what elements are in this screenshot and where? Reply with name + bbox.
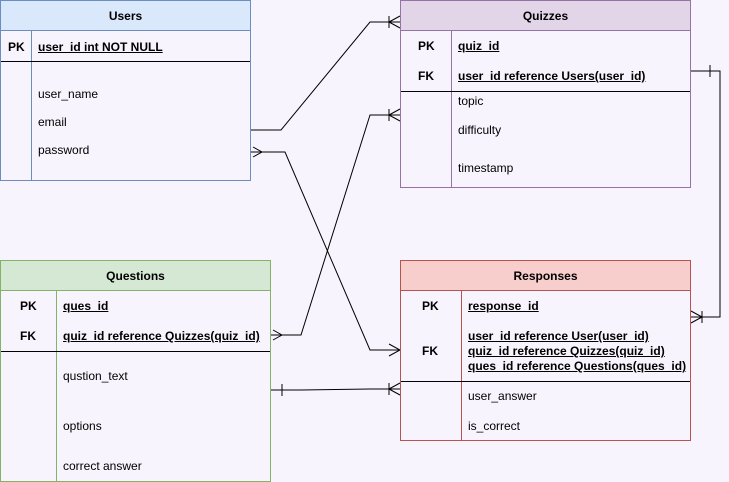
users-table[interactable]: Users PK user_id int NOT NULL user_name … — [0, 0, 251, 181]
quizzes-key-column-divider — [451, 31, 452, 187]
responses-key-separator — [401, 381, 690, 382]
responses-fk-field-user[interactable]: user_id reference User(user_id) — [468, 329, 649, 343]
rel-quizzes-questions-start — [388, 108, 401, 122]
rel-quizzes-responses-marker — [690, 310, 703, 324]
questions-fk-field[interactable]: quiz_id reference Quizzes(quiz_id) — [63, 329, 260, 343]
users-key-separator — [1, 61, 250, 62]
quizzes-field-difficulty[interactable]: difficulty — [458, 123, 502, 137]
questions-pk-field[interactable]: ques_id — [63, 299, 109, 313]
responses-fk-label: FK — [422, 344, 438, 358]
questions-table-title: Questions — [1, 261, 270, 291]
questions-key-separator — [1, 351, 270, 352]
questions-key-column-divider — [56, 291, 57, 481]
questions-field-correct-answer[interactable]: correct answer — [63, 459, 142, 473]
responses-table[interactable]: Responses PK response_id FK user_id refe… — [400, 260, 691, 441]
rel-questions-responses — [271, 388, 400, 391]
quizzes-fk-label: FK — [418, 69, 434, 83]
quizzes-field-topic[interactable]: topic — [458, 94, 484, 108]
users-pk-field[interactable]: user_id int NOT NULL — [38, 40, 163, 54]
users-field-password[interactable]: password — [38, 143, 90, 157]
questions-field-question-text[interactable]: qustion_text — [63, 369, 128, 383]
rel-quizzes-questions — [271, 114, 400, 336]
rel-users-quizzes-marker — [388, 15, 401, 29]
users-table-title: Users — [1, 1, 250, 31]
responses-field-user-answer[interactable]: user_answer — [468, 389, 537, 403]
responses-fk-field-question[interactable]: ques_id reference Questions(ques_id) — [468, 359, 687, 373]
quizzes-table-title: Quizzes — [401, 1, 690, 31]
rel-quizzes-responses — [691, 70, 721, 318]
users-pk-label: PK — [8, 40, 25, 54]
quizzes-table[interactable]: Quizzes PK quiz_id FK user_id reference … — [400, 0, 691, 188]
responses-fk-field-quiz[interactable]: quiz_id reference Quizzes(quiz_id) — [468, 344, 665, 358]
rel-users-quizzes — [251, 21, 400, 131]
rel-quizzes-questions-marker — [272, 329, 284, 341]
rel-questions-responses-marker — [388, 382, 401, 396]
questions-fk-label: FK — [20, 329, 36, 343]
questions-field-options[interactable]: options — [63, 419, 102, 433]
users-field-user-name[interactable]: user_name — [38, 87, 99, 101]
questions-pk-label: PK — [20, 299, 37, 313]
quizzes-field-timestamp[interactable]: timestamp — [458, 161, 514, 175]
quizzes-key-separator — [401, 91, 690, 92]
quizzes-pk-field[interactable]: quiz_id — [458, 39, 500, 53]
responses-table-title: Responses — [401, 261, 690, 291]
rel-users-responses — [251, 151, 400, 351]
quizzes-fk-field[interactable]: user_id reference Users(user_id) — [458, 69, 646, 83]
responses-key-column-divider — [461, 291, 462, 440]
users-key-column-divider — [31, 31, 32, 180]
users-field-email[interactable]: email — [38, 115, 67, 129]
quizzes-pk-label: PK — [418, 39, 435, 53]
rel-users-responses-start — [252, 146, 264, 158]
responses-pk-field[interactable]: response_id — [468, 299, 539, 313]
responses-field-is-correct[interactable]: is_correct — [468, 419, 521, 433]
responses-pk-label: PK — [422, 299, 439, 313]
questions-table[interactable]: Questions PK ques_id FK quiz_id referenc… — [0, 260, 271, 482]
